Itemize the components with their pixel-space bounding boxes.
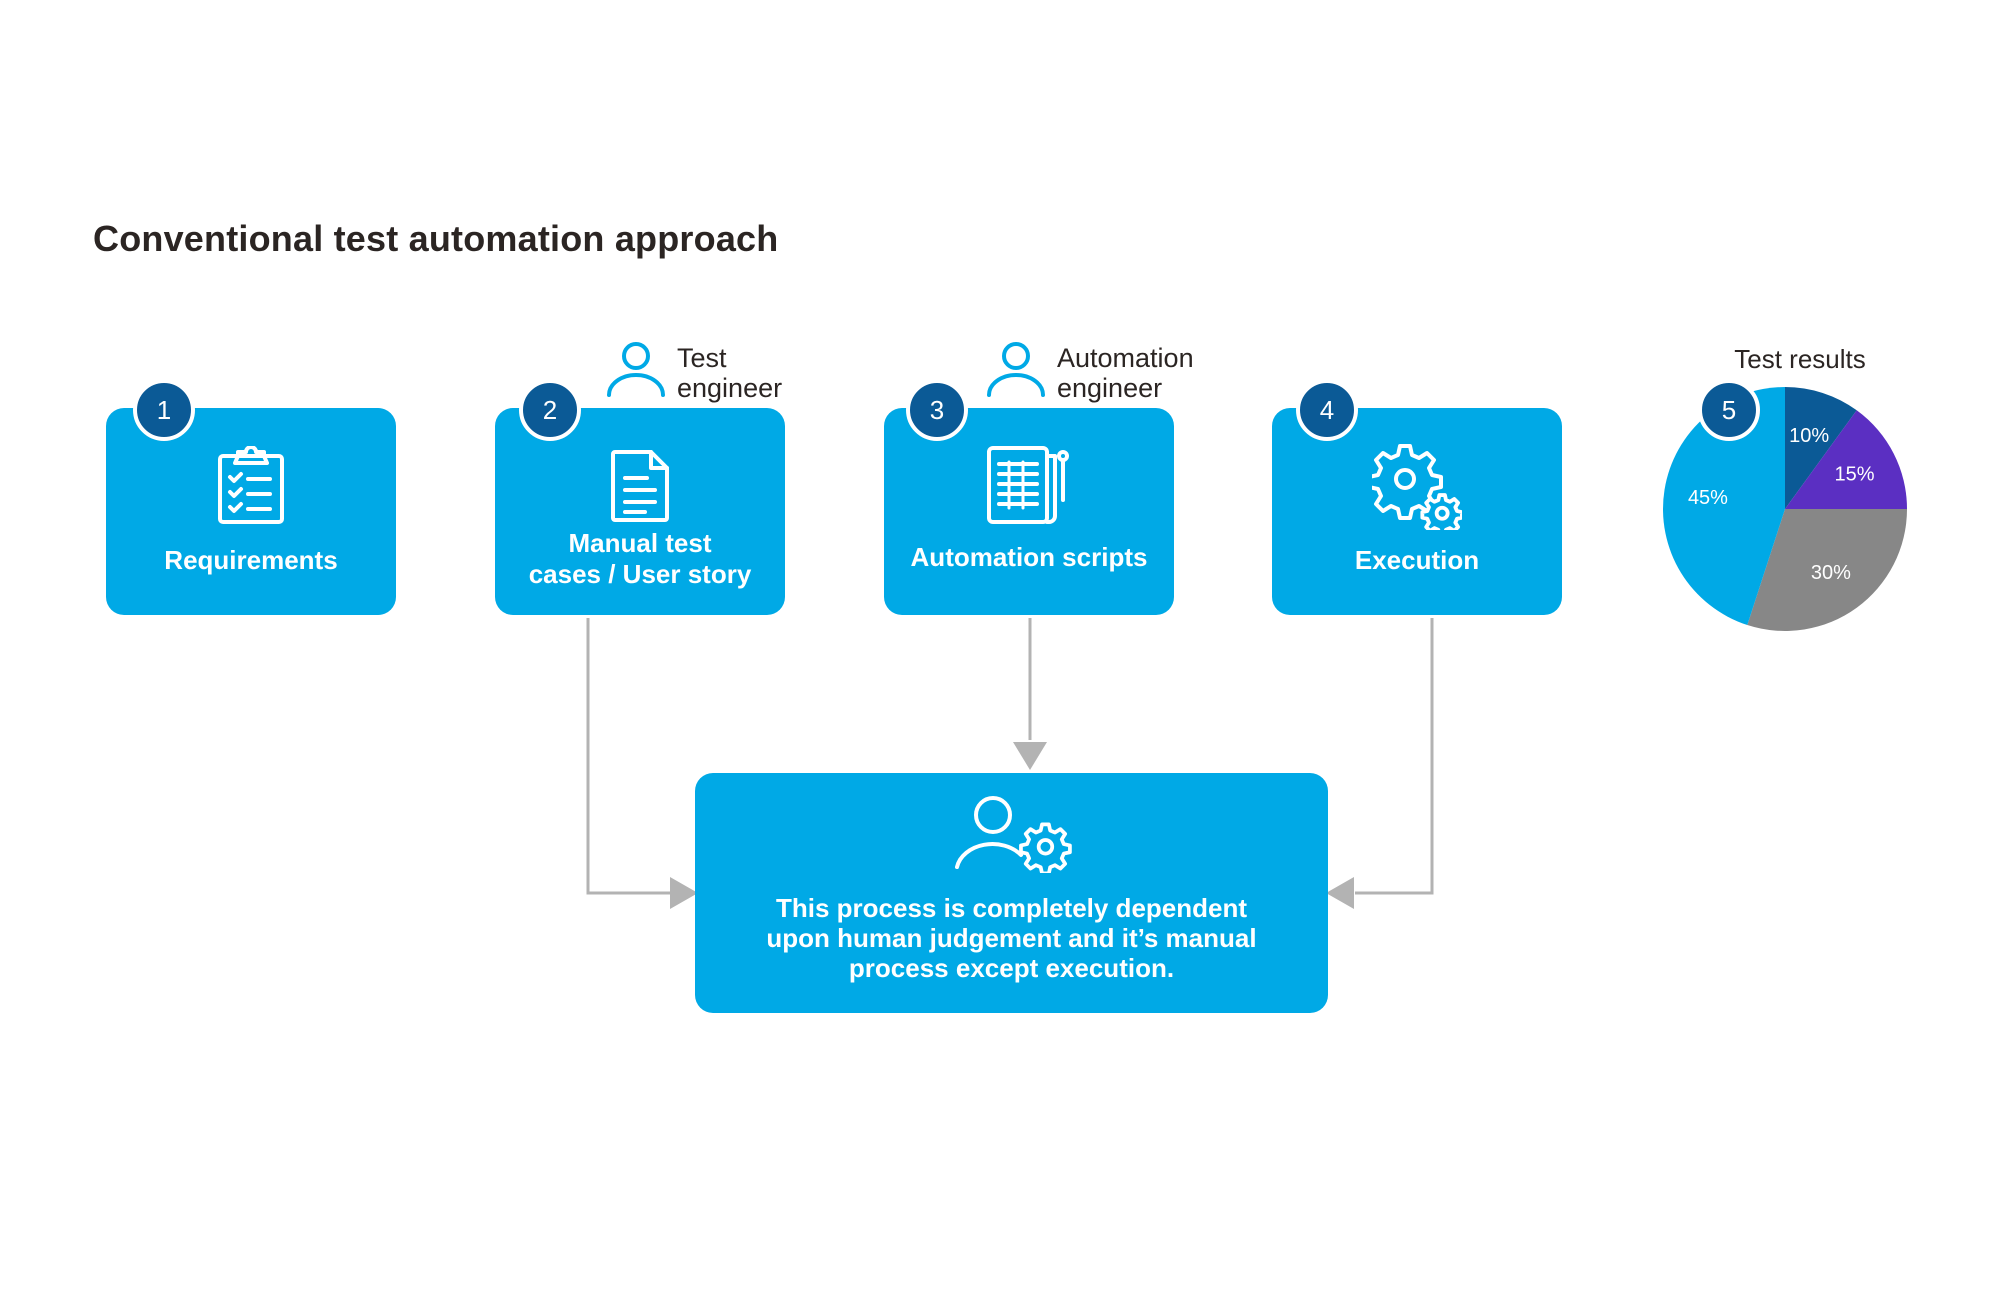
role-automation-engineer: Automation engineer bbox=[985, 341, 1194, 404]
role-test-engineer: Test engineer bbox=[605, 341, 782, 404]
pie-slice-15 bbox=[1785, 410, 1907, 509]
diagram-title: Conventional test automation approach bbox=[93, 218, 779, 259]
step-badge-2: 2 bbox=[519, 379, 581, 441]
gears-icon bbox=[1367, 444, 1464, 537]
arrowhead-left bbox=[670, 877, 698, 909]
role-line: engineer bbox=[677, 373, 783, 403]
role-line: Test bbox=[677, 343, 727, 373]
step-label: Automation scripts bbox=[910, 542, 1148, 572]
step-badge-4: 4 bbox=[1296, 379, 1358, 441]
step-card-manual-test-cases: Manual test cases / User story bbox=[495, 408, 785, 615]
script-icon bbox=[985, 444, 1073, 531]
step-badge-3: 3 bbox=[906, 379, 968, 441]
step-label: Requirements bbox=[164, 545, 338, 575]
role-line: Automation bbox=[1057, 343, 1194, 373]
person-icon bbox=[605, 341, 667, 404]
person-icon bbox=[985, 341, 1047, 404]
pie-slice-30 bbox=[1747, 509, 1907, 631]
pie-slice-label: 10% bbox=[1789, 425, 1829, 447]
arrowhead-right bbox=[1326, 877, 1354, 909]
summary-text: This process is completely dependent upo… bbox=[766, 893, 1257, 983]
document-icon bbox=[609, 448, 671, 529]
step-card-automation-scripts: Automation scripts bbox=[884, 408, 1174, 615]
role-line: engineer bbox=[1057, 373, 1163, 403]
step-card-requirements: Requirements bbox=[106, 408, 396, 615]
pie-slice-label: 15% bbox=[1834, 464, 1874, 486]
step-label: Execution bbox=[1354, 545, 1480, 575]
pie-slice-10 bbox=[1785, 387, 1857, 509]
step-card-execution: Execution bbox=[1272, 408, 1562, 615]
clipboard-checklist-icon bbox=[216, 445, 286, 531]
pie-slice-label: 30% bbox=[1811, 562, 1851, 584]
step-badge-5: 5 bbox=[1698, 379, 1760, 441]
connector-step2-to-summary bbox=[586, 618, 672, 895]
pie-chart-title: Test results bbox=[1734, 344, 1866, 374]
pie-slice-label: 45% bbox=[1688, 487, 1728, 509]
step-label: Manual test cases / User story bbox=[528, 528, 752, 589]
summary-card: This process is completely dependent upo… bbox=[695, 773, 1328, 1013]
connector-step4-to-summary bbox=[1355, 618, 1434, 895]
person-gear-icon bbox=[951, 793, 1073, 878]
arrowhead-top bbox=[1013, 742, 1047, 770]
pie-slice-45 bbox=[1663, 387, 1785, 626]
step-badge-1: 1 bbox=[133, 379, 195, 441]
